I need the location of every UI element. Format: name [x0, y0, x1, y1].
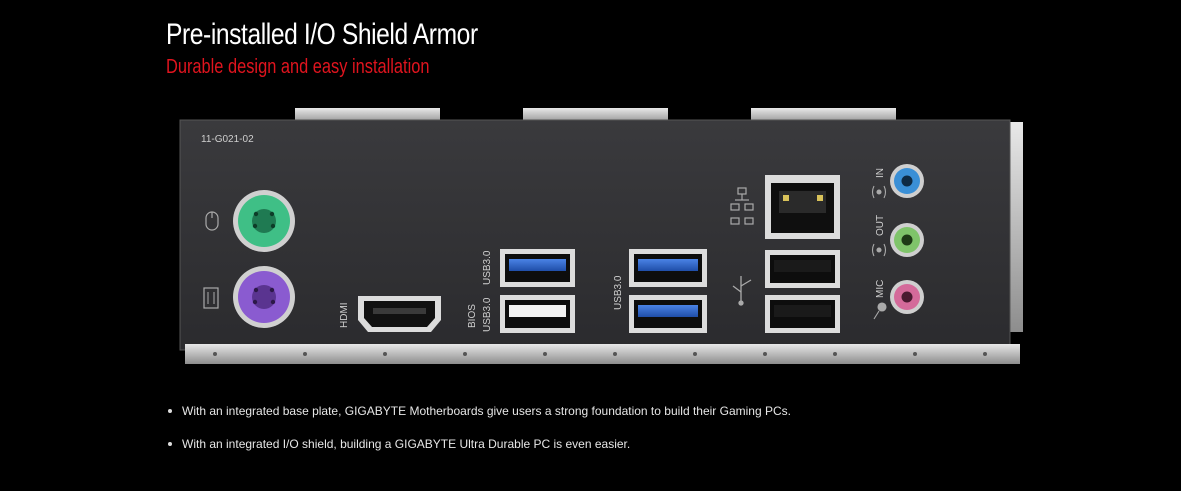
usb3-port-bottom-right — [629, 295, 707, 333]
lan-port — [765, 175, 840, 239]
microphone-icon — [873, 302, 887, 320]
usb30-bios-label: USB3.0 — [482, 297, 493, 332]
audio-in-jack — [890, 164, 924, 198]
hdmi-label: HDMI — [339, 302, 350, 328]
mouse-icon — [205, 211, 219, 231]
page-subtitle: Durable design and easy installation — [166, 56, 430, 78]
audio-mic-jack — [890, 280, 924, 314]
part-number: 11-G021-02 — [201, 134, 254, 145]
hdmi-port — [358, 296, 441, 332]
keyboard-icon — [203, 287, 219, 309]
audio-out-label: OUT — [875, 215, 886, 236]
audio-in-icon — [871, 185, 887, 199]
ps2-keyboard-port — [233, 266, 295, 328]
page-title: Pre-installed I/O Shield Armor — [166, 18, 478, 51]
usb30-top-left-label: USB3.0 — [482, 250, 493, 285]
usb-icon — [732, 276, 752, 306]
usb30-right-label: USB3.0 — [613, 275, 624, 310]
audio-out-jack — [890, 223, 924, 257]
io-shield-image: 11-G021-02 HDMI — [175, 100, 1025, 370]
bios-label: BIOS — [467, 304, 478, 328]
feature-bullet: With an integrated base plate, GIGABYTE … — [168, 403, 791, 436]
usb3-port-top-right — [629, 249, 707, 287]
audio-out-icon — [871, 243, 887, 257]
shield-plate — [179, 119, 1011, 351]
usb2-port-bottom — [765, 295, 840, 333]
network-icon — [730, 187, 754, 225]
audio-mic-label: MIC — [875, 280, 886, 298]
usb2-port-top — [765, 250, 840, 288]
feature-bullet: With an integrated I/O shield, building … — [168, 436, 791, 469]
shield-bottom-rail — [185, 344, 1020, 364]
audio-in-label: IN — [875, 168, 886, 178]
usb3-bios-port — [500, 295, 575, 333]
feature-bullet-list: With an integrated base plate, GIGABYTE … — [168, 403, 791, 469]
ps2-mouse-port — [233, 190, 295, 252]
usb3-port-top-left — [500, 249, 575, 287]
